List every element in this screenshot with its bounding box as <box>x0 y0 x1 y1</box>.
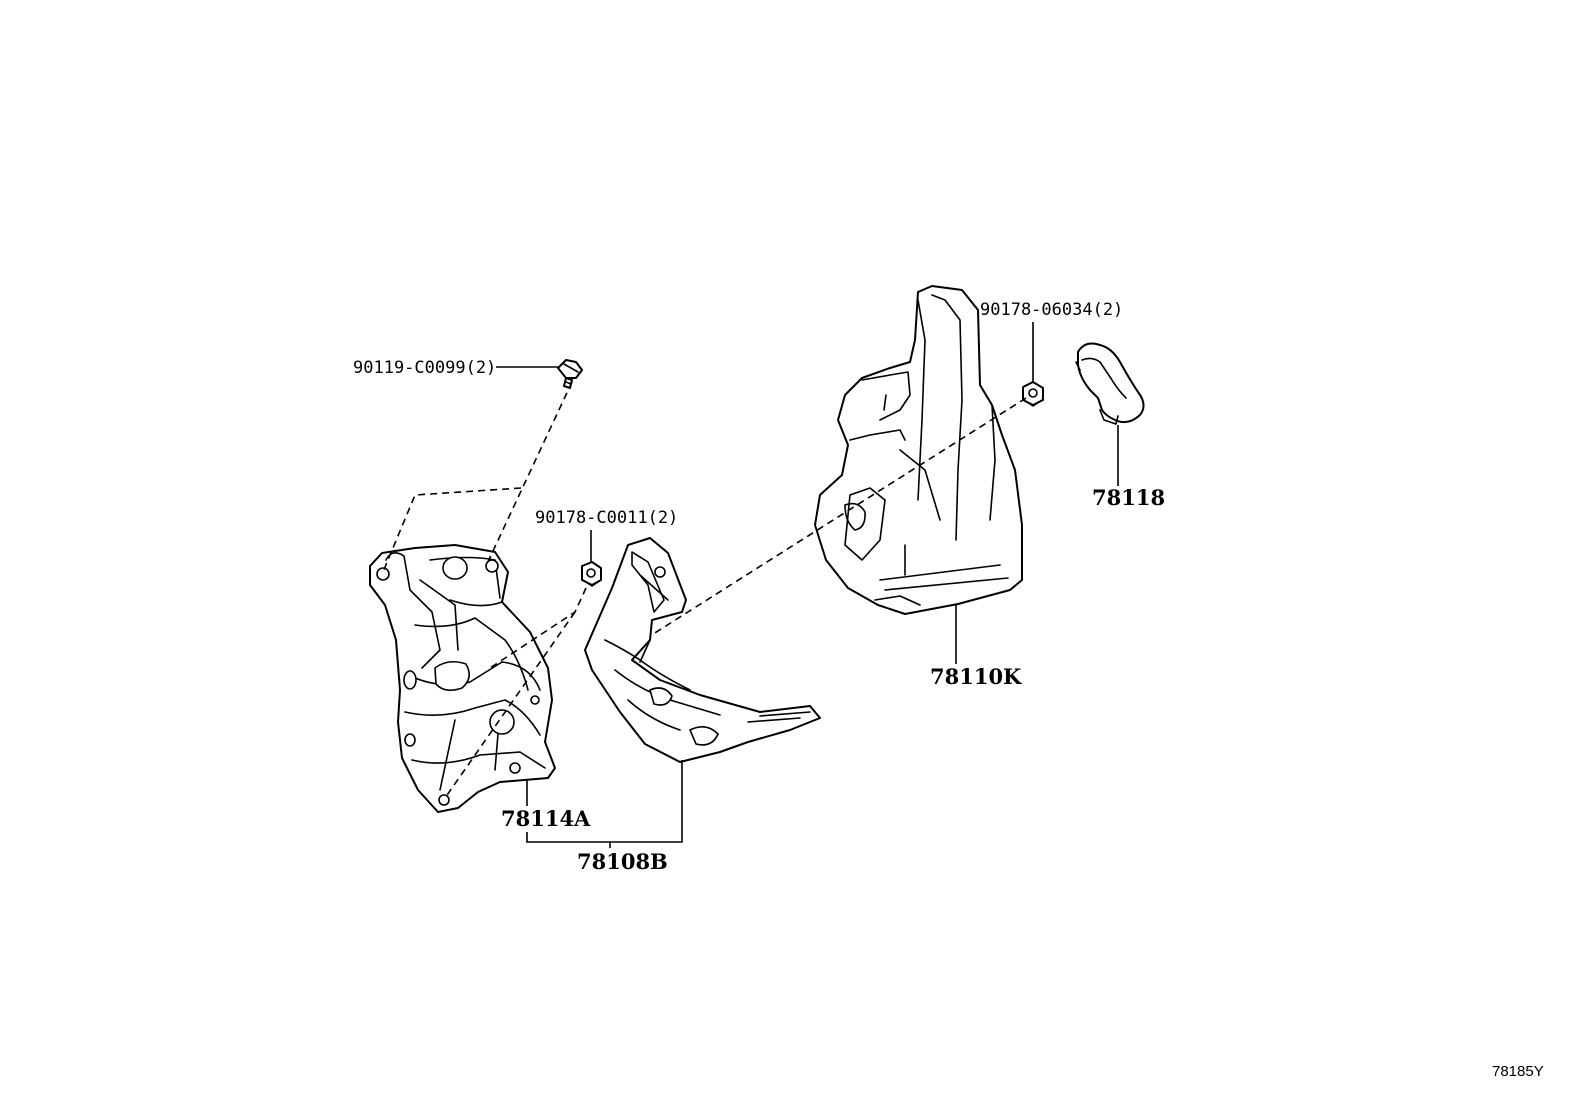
callout-78108b: 78108B <box>577 849 668 874</box>
dashed-line-bolt-return <box>382 487 522 573</box>
callout-78118: 78118 <box>1092 485 1165 510</box>
callout-78114a: 78114A <box>501 806 591 831</box>
callout-90178-06034: 90178-06034(2) <box>980 300 1123 320</box>
bracket-78114a-part <box>369 544 556 813</box>
nut-90178-c0011-icon <box>581 561 602 587</box>
callout-78110k: 78110K <box>930 664 1022 689</box>
clip-78118-part <box>1075 342 1145 425</box>
callout-90178-c0011: 90178-C0011(2) <box>535 508 678 528</box>
dashed-line-nut-06034 <box>649 397 1027 637</box>
dashed-line-bolt <box>485 381 573 567</box>
diagram-reference-code: 78185Y <box>1492 1063 1544 1080</box>
bracket-78108b-part <box>584 537 821 763</box>
callout-90119-c0099: 90119-C0099(2) <box>353 358 496 378</box>
bolt-90119-icon <box>557 359 583 389</box>
leader-78108b-bracket <box>526 760 683 843</box>
dashed-line-nut-c0011-lower <box>444 611 576 799</box>
cover-78110k-part <box>814 285 1023 615</box>
nut-90178-06034-icon <box>1022 381 1044 407</box>
